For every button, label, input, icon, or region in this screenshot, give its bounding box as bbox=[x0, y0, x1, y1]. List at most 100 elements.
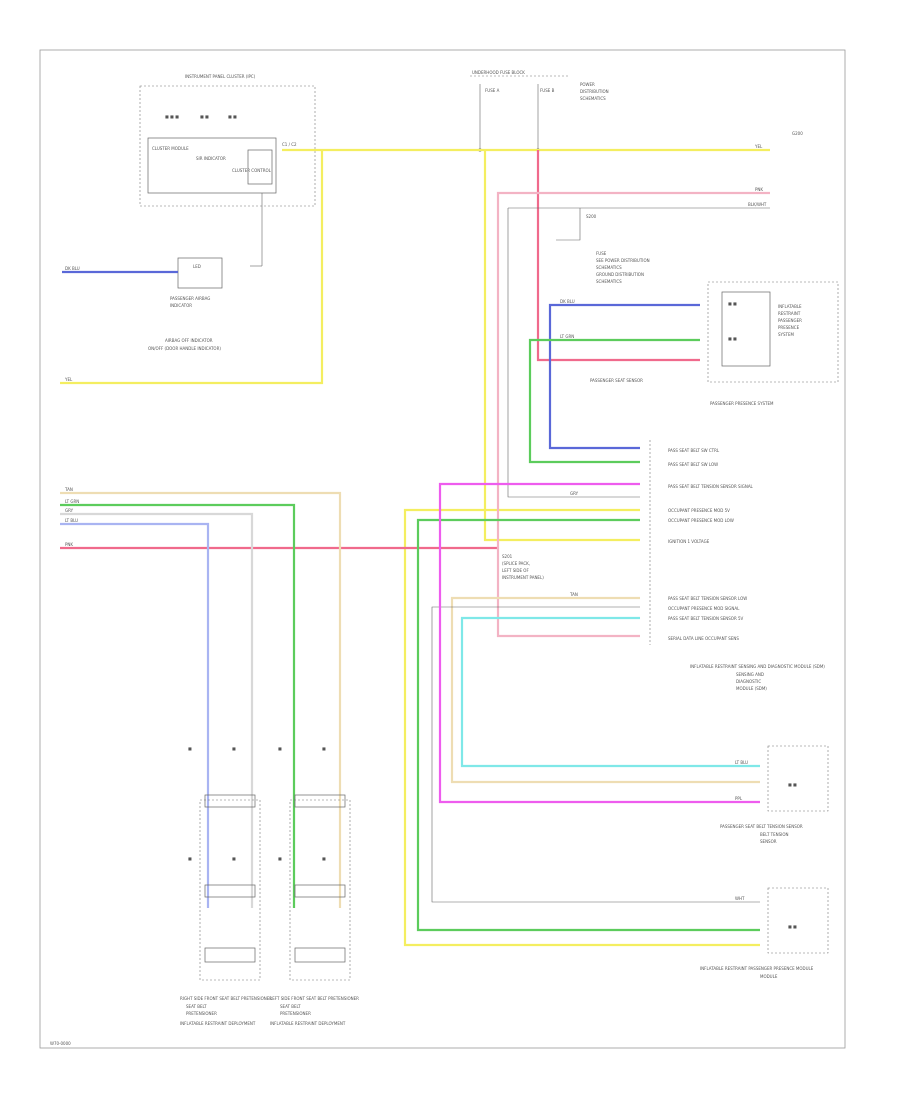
svg-text:INDICATOR: INDICATOR bbox=[170, 303, 192, 308]
svg-text:INSTRUMENT PANEL): INSTRUMENT PANEL) bbox=[502, 575, 544, 580]
wire-cyan bbox=[460, 616, 760, 768]
seatbelt-sensor-label: PASSENGER SEAT BELT TENSION SENSOR bbox=[720, 824, 803, 829]
seatbelt-sensor: ■ ■ PASSENGER SEAT BELT TENSION SENSOR B… bbox=[720, 745, 829, 844]
ground-label: G200 bbox=[792, 131, 803, 136]
svg-text:ON/OFF (DOOR HANDLE INDICATOR): ON/OFF (DOOR HANDLE INDICATOR) bbox=[148, 346, 221, 351]
passenger-seat-sensor: ■ ■ ■ ■ PASSENGER PRESENCE SYSTEM INFLAT… bbox=[707, 281, 839, 406]
wire-label-dkblu: DK BLU bbox=[560, 299, 575, 304]
svg-text:YEL: YEL bbox=[64, 377, 73, 382]
svg-text:■: ■ bbox=[232, 746, 236, 751]
svg-text:SYSTEM: SYSTEM bbox=[778, 332, 794, 337]
left-pretensioner: ■ ■ ■ ■ LEFT SIDE FRONT SEAT BELT PRETEN… bbox=[270, 746, 359, 1026]
ipc-sub1: CLUSTER MODULE bbox=[152, 146, 189, 151]
occupant-module: ■ ■ INFLATABLE RESTRAINT PASSENGER PRESE… bbox=[700, 887, 829, 979]
sdm-pin-6: IGNITION 1 VOLTAGE bbox=[668, 539, 710, 544]
wire-blk bbox=[507, 207, 770, 498]
svg-text:INFLATABLE: INFLATABLE bbox=[778, 304, 802, 309]
wire-tan-pre bbox=[60, 491, 342, 908]
svg-text:SENSOR: SENSOR bbox=[760, 839, 777, 844]
wire-label-wht: WHT bbox=[735, 896, 745, 901]
wire-yel-down bbox=[483, 150, 640, 542]
svg-text:TAN: TAN bbox=[64, 487, 73, 492]
svg-text:DK BLU: DK BLU bbox=[65, 266, 80, 271]
svg-text:LEFT SIDE OF: LEFT SIDE OF bbox=[502, 568, 529, 573]
right-pretensioner: ■ ■ ■ ■ RIGHT SIDE FRONT SEAT BELT PRETE… bbox=[180, 746, 272, 1026]
svg-text:SEE POWER DISTRIBUTION: SEE POWER DISTRIBUTION bbox=[596, 258, 650, 263]
svg-text:PRESENCE: PRESENCE bbox=[778, 325, 800, 330]
svg-text:POWER: POWER bbox=[580, 82, 595, 87]
sdm-module: PASS SEAT BELT SW CTRL PASS SEAT BELT SW… bbox=[649, 440, 825, 691]
sdm-pin-5: OCCUPANT PRESENCE MOD LOW bbox=[668, 518, 734, 523]
sdm-pin-3: PASS SEAT BELT TENSION SENSOR SIGNAL bbox=[668, 484, 754, 489]
svg-text:PRETENSIONER: PRETENSIONER bbox=[280, 1011, 311, 1016]
wire-gry-pre bbox=[60, 512, 254, 908]
wire-grn-deploy bbox=[416, 518, 760, 932]
wire-label-blk: BLK/WHT bbox=[748, 202, 767, 207]
svg-text:SENSING AND: SENSING AND bbox=[736, 672, 764, 677]
svg-text:■ ■: ■ ■ bbox=[788, 782, 797, 787]
svg-text:SCHEMATICS: SCHEMATICS bbox=[580, 96, 606, 101]
wire-yel-deploy bbox=[403, 508, 760, 947]
svg-text:SEAT BELT: SEAT BELT bbox=[280, 1004, 301, 1009]
svg-text:LT GRN: LT GRN bbox=[65, 499, 79, 504]
svg-text:■: ■ bbox=[278, 746, 282, 751]
svg-text:SCHEMATICS: SCHEMATICS bbox=[596, 279, 622, 284]
svg-text:■: ■ bbox=[188, 746, 192, 751]
sdm-pin-8: OCCUPANT PRESENCE MOD SIGNAL bbox=[668, 606, 740, 611]
sdm-pin-4: OCCUPANT PRESENCE MOD 5V bbox=[668, 508, 730, 513]
sdm-pin-2: PASS SEAT BELT SW LOW bbox=[668, 462, 718, 467]
wire-tan-sensor bbox=[450, 596, 760, 784]
right-deploy-label: INFLATABLE RESTRAINT DEPLOYMENT bbox=[180, 1021, 256, 1026]
svg-text:■ ■: ■ ■ bbox=[728, 336, 737, 341]
wire-label-tan: TAN bbox=[569, 592, 578, 597]
underhood-fuse-label: UNDERHOOD FUSE BLOCK bbox=[472, 70, 525, 75]
wire-label-ltblu: LT BLU bbox=[735, 760, 748, 765]
wire-label-gry: GRY bbox=[570, 491, 579, 496]
svg-text:FUSE A: FUSE A bbox=[485, 88, 500, 93]
svg-text:■ ■: ■ ■ bbox=[728, 301, 737, 306]
svg-text:BELT TENSION: BELT TENSION bbox=[760, 832, 789, 837]
svg-text:■ ■ ■: ■ ■ ■ bbox=[165, 114, 179, 119]
sdm-pin-9: PASS SEAT BELT TENSION SENSOR 5V bbox=[668, 616, 744, 621]
wire-pnk-top bbox=[536, 150, 700, 362]
wire-yel-left bbox=[60, 150, 324, 385]
page-code: W70-0000 bbox=[50, 1041, 71, 1046]
wire-label-ppl: PPL bbox=[735, 796, 743, 801]
svg-text:(SPLICE PACK,: (SPLICE PACK, bbox=[502, 561, 530, 566]
passenger-presence-label: PASSENGER PRESENCE SYSTEM bbox=[710, 401, 774, 406]
svg-text:FUSE B: FUSE B bbox=[540, 88, 555, 93]
sdm-label: INFLATABLE RESTRAINT SENSING AND DIAGNOS… bbox=[690, 664, 825, 669]
svg-text:■ ■: ■ ■ bbox=[228, 114, 237, 119]
svg-text:SEAT BELT: SEAT BELT bbox=[186, 1004, 207, 1009]
svg-text:■: ■ bbox=[322, 856, 326, 861]
left-deploy-label: INFLATABLE RESTRAINT DEPLOYMENT bbox=[270, 1021, 346, 1026]
left-pretensioner-label: LEFT SIDE FRONT SEAT BELT PRETENSIONER bbox=[270, 996, 359, 1001]
splice-label: S200 bbox=[586, 214, 597, 219]
wire-label-pnk: PNK bbox=[755, 187, 763, 192]
svg-text:DIAGNOSTIC: DIAGNOSTIC bbox=[736, 679, 761, 684]
svg-text:■ ■: ■ ■ bbox=[788, 924, 797, 929]
wire-label-ltgrn: LT GRN bbox=[560, 334, 574, 339]
ipc-sub3: CLUSTER CONTROL bbox=[232, 168, 272, 173]
svg-text:PRETENSIONER: PRETENSIONER bbox=[186, 1011, 217, 1016]
seat-sensor-label: PASSENGER SEAT SENSOR bbox=[590, 378, 643, 383]
airbag-indicator-label: AIRBAG OFF INDICATOR bbox=[165, 338, 213, 343]
wire-magenta bbox=[438, 482, 760, 804]
wire-ltpnk-2 bbox=[496, 548, 640, 638]
svg-text:DISTRIBUTION: DISTRIBUTION bbox=[580, 89, 609, 94]
svg-text:C1 / C2: C1 / C2 bbox=[282, 142, 297, 147]
svg-text:PASSENGER: PASSENGER bbox=[778, 318, 802, 323]
svg-text:SCHEMATICS: SCHEMATICS bbox=[596, 265, 622, 270]
occupant-module-label: INFLATABLE RESTRAINT PASSENGER PRESENCE … bbox=[700, 966, 814, 971]
svg-text:MODULE: MODULE bbox=[760, 974, 778, 979]
page-border bbox=[39, 49, 846, 1049]
svg-text:■: ■ bbox=[322, 746, 326, 751]
svg-text:PASSENGER AIRBAG: PASSENGER AIRBAG bbox=[170, 296, 210, 301]
svg-text:RESTRAINT: RESTRAINT bbox=[778, 311, 801, 316]
sdm-pin-7: PASS SEAT BELT TENSION SENSOR LOW bbox=[668, 596, 747, 601]
svg-text:GROUND DISTRIBUTION: GROUND DISTRIBUTION bbox=[596, 272, 644, 277]
ipc-title: INSTRUMENT PANEL CLUSTER (IPC) bbox=[185, 74, 256, 79]
svg-text:LED: LED bbox=[193, 264, 201, 269]
wire-ltblu-pre bbox=[60, 522, 210, 908]
svg-text:FUSE: FUSE bbox=[596, 251, 607, 256]
